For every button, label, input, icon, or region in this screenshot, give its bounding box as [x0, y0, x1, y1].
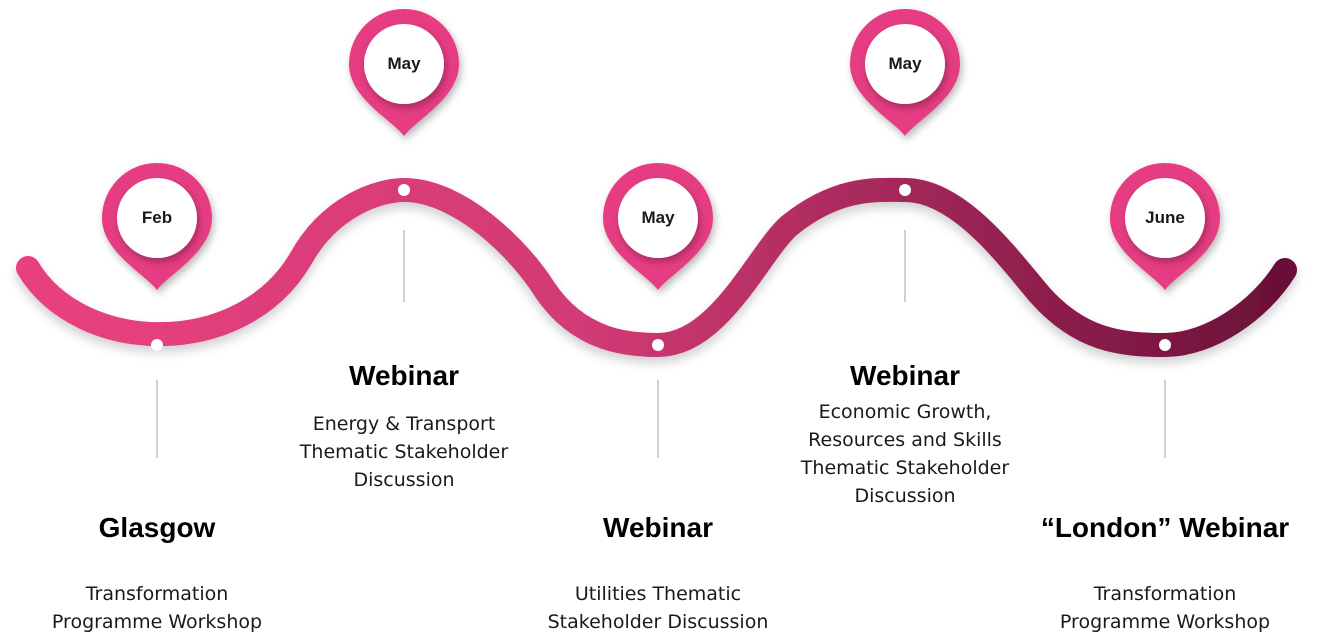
- timeline-event-5: [1110, 163, 1220, 458]
- event-title: “London” Webinar: [1040, 512, 1290, 543]
- event-description-line: Stakeholder Discussion: [547, 611, 769, 633]
- pin-center: [1125, 178, 1205, 258]
- event-title: Webinar: [349, 360, 459, 391]
- event-description-line: Energy & Transport: [312, 413, 496, 435]
- event-month: May: [387, 54, 421, 73]
- event-description-line: Economic Growth,: [818, 401, 992, 423]
- wave-dot: [899, 184, 911, 196]
- event-description-line: Resources and Skills: [808, 429, 1002, 451]
- timeline-event-2: [349, 9, 459, 302]
- event-description-line: Transformation: [1093, 583, 1237, 605]
- event-description-line: Transformation: [85, 583, 229, 605]
- event-title: Glasgow: [98, 512, 216, 543]
- wave-dot: [151, 339, 163, 351]
- wave-path: [16, 177, 1297, 358]
- pin-center: [865, 24, 945, 104]
- event-title: Webinar: [603, 512, 713, 543]
- event-description-line: Utilities Thematic: [574, 583, 742, 605]
- timeline-event-1: [102, 163, 212, 458]
- wave-dot: [398, 184, 410, 196]
- pin-center: [117, 178, 197, 258]
- pin-center: [364, 24, 444, 104]
- event-description-line: Discussion: [854, 485, 956, 507]
- event-month: May: [888, 54, 922, 73]
- pin-center: [618, 178, 698, 258]
- event-description-line: Thematic Stakeholder: [299, 441, 509, 463]
- event-month: June: [1145, 208, 1185, 227]
- wave-dot: [652, 339, 664, 351]
- event-description-line: Programme Workshop: [51, 611, 263, 633]
- event-title: Webinar: [850, 360, 960, 391]
- event-month: May: [641, 208, 675, 227]
- event-description-line: Programme Workshop: [1059, 611, 1271, 633]
- timeline-event-3: [603, 163, 713, 458]
- event-month: Feb: [141, 208, 173, 227]
- event-description-line: Discussion: [353, 469, 455, 491]
- event-description-line: Thematic Stakeholder: [800, 457, 1010, 479]
- wave-dot: [1159, 339, 1171, 351]
- timeline-event-4: [850, 8, 960, 302]
